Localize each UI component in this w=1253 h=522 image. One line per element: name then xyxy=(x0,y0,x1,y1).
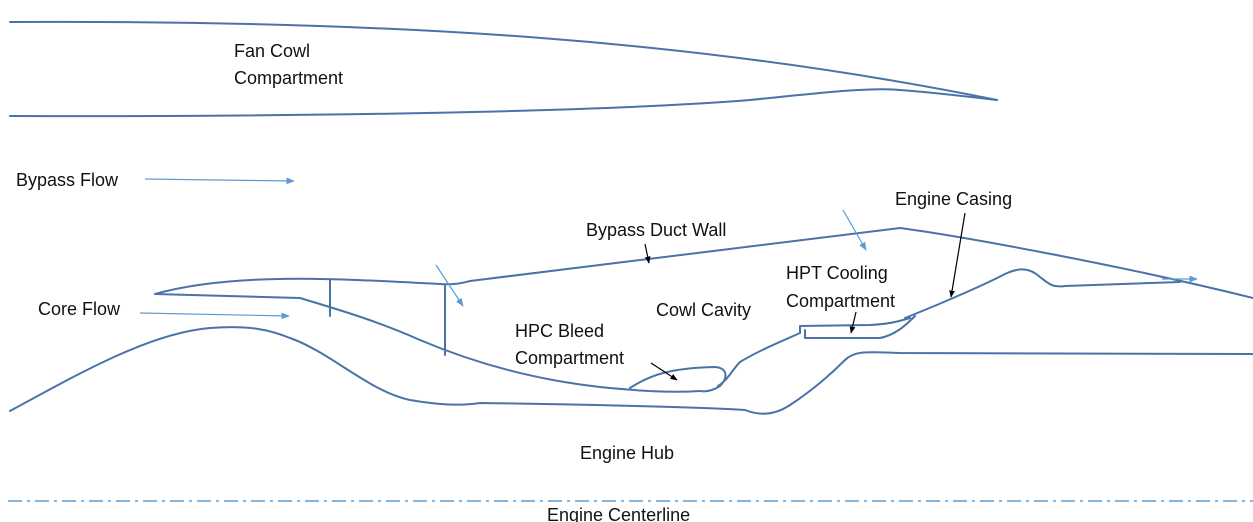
fan-cowl-upper-line xyxy=(9,20,998,101)
hpt-cooling-compartment-outline xyxy=(799,315,916,339)
core-flow-arrow xyxy=(139,312,290,320)
hpt-cooling-label-line1: HPT Cooling xyxy=(786,263,888,283)
engine-casing-line xyxy=(904,268,1181,319)
fan-cowl-label-line2: Compartment xyxy=(234,68,343,88)
fan-cowl-label-line1: Fan Cowl xyxy=(234,41,310,61)
hpc-bleed-label-line2: Compartment xyxy=(515,348,624,368)
bypass-duct-wall-pointer xyxy=(644,243,651,264)
engine-centerline-label: Engine Centerline xyxy=(547,505,690,522)
core-inner-wall-line xyxy=(717,332,801,387)
cowl-cavity-label: Cowl Cavity xyxy=(656,300,751,320)
bypass-duct-wall-label: Bypass Duct Wall xyxy=(586,220,726,240)
hpc-bleed-compartment-outline xyxy=(629,366,727,393)
bypass-duct-wall-line xyxy=(154,227,1253,299)
hpt-cooling-label-line2: Compartment xyxy=(786,291,895,311)
engine-hub-label: Engine Hub xyxy=(580,443,674,463)
engine-hub-line xyxy=(9,326,1253,415)
hpt-cooling-pointer xyxy=(849,311,857,334)
core-duct-upper-line xyxy=(154,293,701,393)
bypass-flow-arrow xyxy=(144,177,295,185)
engine-casing-pointer xyxy=(949,212,966,298)
hpc-bleed-pointer xyxy=(650,362,678,381)
engine-casing-label: Engine Casing xyxy=(895,189,1012,209)
hpc-bleed-label-line1: HPC Bleed xyxy=(515,321,604,341)
bypass-flow-label: Bypass Flow xyxy=(16,170,119,190)
core-flow-label: Core Flow xyxy=(38,299,121,319)
fan-cowl-lower-line xyxy=(9,88,998,118)
casing-inflow-arrow xyxy=(842,209,867,251)
bleed-inflow-arrow xyxy=(435,264,464,307)
